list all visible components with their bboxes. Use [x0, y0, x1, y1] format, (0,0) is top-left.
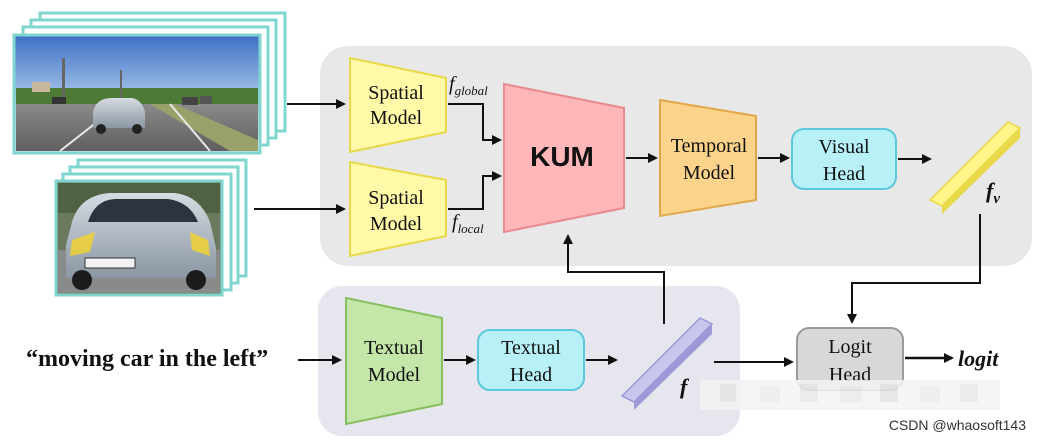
textual-head: Textual Head	[477, 329, 585, 391]
temporal-line2: Model	[683, 162, 736, 184]
f-global-label: fglobal	[449, 73, 488, 98]
spatial-model-top: Spatial Model	[349, 56, 447, 154]
video-frames-top	[12, 11, 287, 155]
textual-model-line1: Textual	[364, 337, 424, 359]
arrow-fv-to-logit	[847, 214, 981, 324]
textual-model-line2: Model	[368, 364, 421, 386]
visual-feature-bar	[928, 121, 1022, 214]
textual-head-line2: Head	[510, 364, 552, 386]
visual-head-line2: Head	[823, 163, 865, 185]
video-frames-bottom	[54, 158, 248, 297]
temporal-line1: Temporal	[671, 135, 748, 157]
arrow-ft-to-kum	[563, 234, 665, 324]
kum-label: KUM	[530, 141, 594, 172]
watermark: CSDN @whaosoft143	[888, 417, 1026, 433]
input-text: “moving car in the left”	[26, 346, 268, 372]
spatial-bottom-line1: Spatial	[368, 187, 424, 209]
f-t-label: f	[680, 374, 690, 399]
spatial-bottom-line2: Model	[370, 213, 423, 235]
f-local-label: flocal	[452, 211, 484, 236]
visual-head-line1: Visual	[818, 136, 869, 158]
spatial-model-bottom: Spatial Model	[349, 160, 447, 258]
logit-head-line1: Logit	[828, 336, 872, 358]
spatial-top-line2: Model	[370, 107, 423, 129]
kum-module: KUM	[503, 82, 625, 234]
textual-feature-bar	[620, 317, 714, 410]
textual-head-line1: Textual	[501, 337, 561, 359]
visual-head: Visual Head	[791, 128, 897, 190]
logit-output: logit	[958, 346, 999, 371]
blur-overlay	[700, 380, 1000, 410]
arrow-fglobal-to-kum	[448, 103, 502, 145]
street-scene-image	[12, 33, 262, 155]
temporal-model: Temporal Model	[659, 98, 757, 218]
arrow-flocal-to-kum	[448, 171, 502, 210]
textual-model: Textual Model	[345, 296, 443, 426]
spatial-top-line1: Spatial	[368, 82, 424, 104]
car-closeup-image	[54, 179, 224, 297]
f-v-label: fv	[986, 178, 1000, 207]
